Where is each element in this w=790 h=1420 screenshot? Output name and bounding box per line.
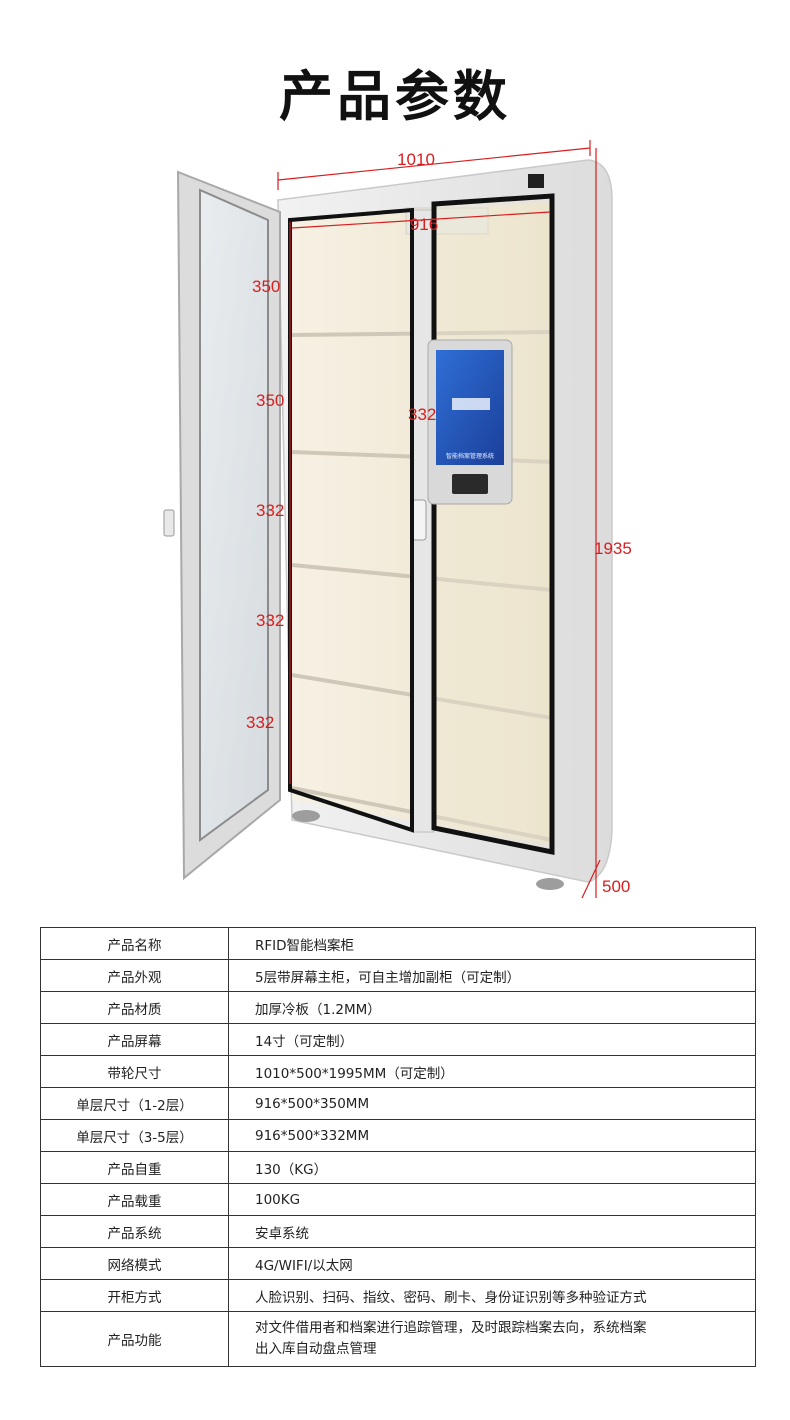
spec-label: 带轮尺寸 xyxy=(40,1055,229,1088)
spec-value: 安卓系统 xyxy=(228,1215,756,1248)
foot-right xyxy=(536,878,564,890)
dim-layer-4: 332 xyxy=(256,611,284,630)
spec-label: 产品载重 xyxy=(40,1183,229,1216)
table-row: 产品材质 加厚冷板（1.2MM） xyxy=(40,991,756,1024)
spec-label: 产品外观 xyxy=(40,959,229,992)
spec-value: 1010*500*1995MM（可定制） xyxy=(228,1055,756,1088)
spec-value: 100KG xyxy=(228,1183,756,1216)
spec-label: 产品材质 xyxy=(40,991,229,1024)
spec-value: 916*500*332MM xyxy=(228,1119,756,1152)
dim-layer-3: 332 xyxy=(256,501,284,520)
spec-value: 加厚冷板（1.2MM） xyxy=(228,991,756,1024)
door-handle xyxy=(411,499,427,541)
spec-value-multiline: 对文件借用者和档案进行追踪管理，及时跟踪档案去向，系统档案 出入库自动盘点管理 xyxy=(228,1311,756,1367)
spec-value: 916*500*350MM xyxy=(228,1087,756,1120)
cabinet-illustration: 智能档案管理系统 1010 916 1935 500 350 350 332 3… xyxy=(163,140,632,899)
table-row: 产品自重 130（KG） xyxy=(40,1151,756,1184)
spec-label: 产品系统 xyxy=(40,1215,229,1248)
table-row: 产品载重 100KG xyxy=(40,1183,756,1216)
spec-value: 5层带屏幕主柜，可自主增加副柜（可定制） xyxy=(228,959,756,992)
table-row: 网络模式 4G/WIFI/以太网 xyxy=(40,1247,756,1280)
table-row: 产品屏幕 14寸（可定制） xyxy=(40,1023,756,1056)
dim-layer-1: 350 xyxy=(252,277,280,296)
cabinet-top-button xyxy=(528,174,544,188)
dim-screen: 332 xyxy=(408,405,436,424)
screen-login-box xyxy=(452,398,490,410)
spec-label: 产品屏幕 xyxy=(40,1023,229,1056)
spec-value: 人脸识别、扫码、指纹、密码、刷卡、身份证识别等多种验证方式 xyxy=(228,1279,756,1312)
dim-height: 1935 xyxy=(594,539,632,558)
spec-value: 14寸（可定制） xyxy=(228,1023,756,1056)
spec-table: 产品名称 RFID智能档案柜 产品外观 5层带屏幕主柜，可自主增加副柜（可定制）… xyxy=(40,927,756,1367)
table-row: 开柜方式 人脸识别、扫码、指纹、密码、刷卡、身份证识别等多种验证方式 xyxy=(40,1279,756,1312)
spec-label: 产品功能 xyxy=(40,1311,229,1367)
spec-value-line-2: 出入库自动盘点管理 xyxy=(255,1341,377,1357)
dimension-lines xyxy=(277,140,601,899)
spec-label: 单层尺寸（1-2层） xyxy=(40,1087,229,1120)
spec-value: 4G/WIFI/以太网 xyxy=(228,1247,756,1280)
spec-value-line-1: 对文件借用者和档案进行追踪管理，及时跟踪档案去向，系统档案 xyxy=(255,1320,647,1336)
fingerprint-reader xyxy=(452,474,488,494)
spec-label: 网络模式 xyxy=(40,1247,229,1280)
spec-label: 产品自重 xyxy=(40,1151,229,1184)
table-row: 单层尺寸（1-2层） 916*500*350MM xyxy=(40,1087,756,1120)
right-glass-door xyxy=(431,193,555,856)
screen-caption: 智能档案管理系统 xyxy=(446,452,494,460)
table-row: 单层尺寸（3-5层） 916*500*332MM xyxy=(40,1119,756,1152)
foot-left xyxy=(292,810,320,822)
table-row: 带轮尺寸 1010*500*1995MM（可定制） xyxy=(40,1055,756,1088)
page-title: 产品参数 xyxy=(279,65,511,128)
spec-label: 开柜方式 xyxy=(40,1279,229,1312)
dim-layer-5: 332 xyxy=(246,713,274,732)
dim-depth: 500 xyxy=(602,877,630,896)
table-row: 产品名称 RFID智能档案柜 xyxy=(40,927,756,960)
spec-label: 单层尺寸（3-5层） xyxy=(40,1119,229,1152)
table-row: 产品外观 5层带屏幕主柜，可自主增加副柜（可定制） xyxy=(40,959,756,992)
left-door-glass xyxy=(199,188,269,842)
left-door-hinge xyxy=(163,509,175,537)
spec-value: RFID智能档案柜 xyxy=(228,927,756,960)
dim-width-inner: 916 xyxy=(410,215,438,234)
spec-label: 产品名称 xyxy=(40,927,229,960)
table-row: 产品功能 对文件借用者和档案进行追踪管理，及时跟踪档案去向，系统档案 出入库自动… xyxy=(40,1311,756,1367)
spec-table-body: 产品名称 RFID智能档案柜 产品外观 5层带屏幕主柜，可自主增加副柜（可定制）… xyxy=(40,927,756,1367)
dim-width-outer: 1010 xyxy=(397,150,435,169)
spec-value: 130（KG） xyxy=(228,1151,756,1184)
dim-layer-2: 350 xyxy=(256,391,284,410)
table-row: 产品系统 安卓系统 xyxy=(40,1215,756,1248)
